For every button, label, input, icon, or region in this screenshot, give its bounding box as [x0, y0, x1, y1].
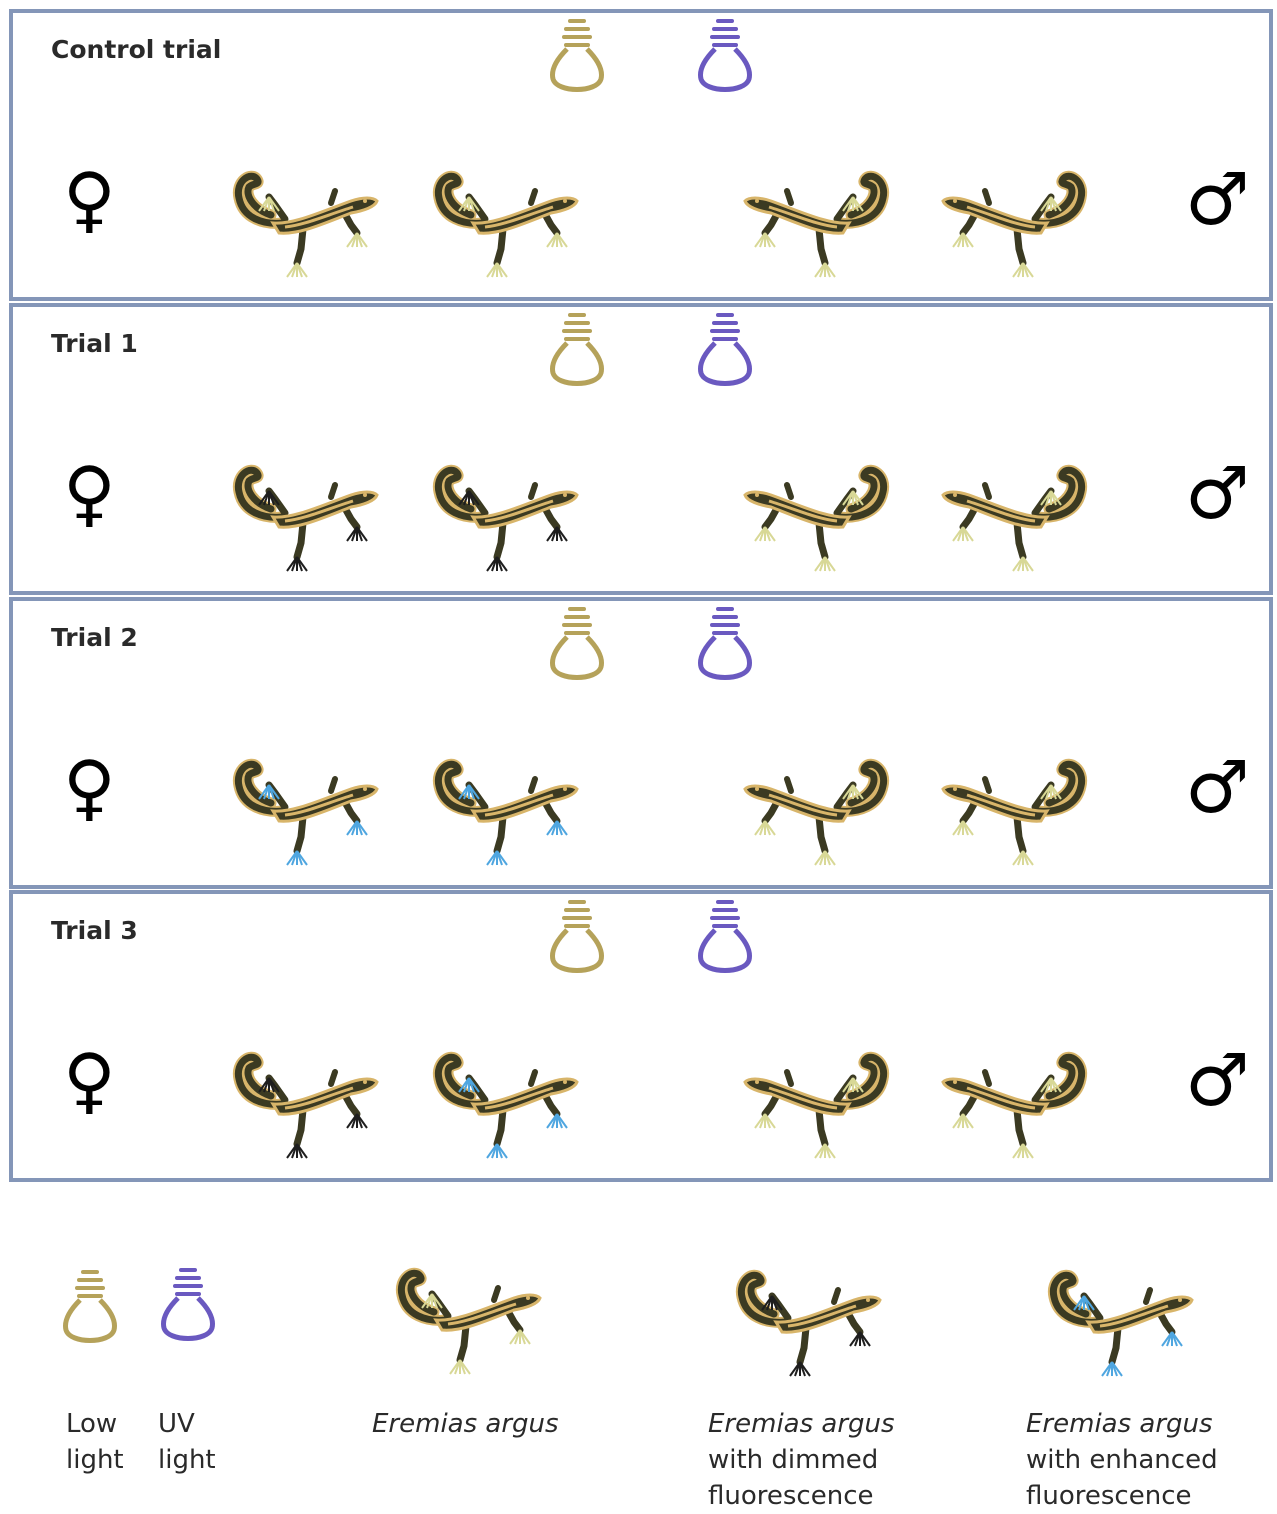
- fluorescence-tuft: [755, 527, 775, 541]
- panel-title: Trial 2: [51, 623, 138, 652]
- fluorescence-tuft: [487, 1144, 507, 1158]
- fluorescence-tuft: [347, 527, 367, 541]
- fluorescence-tuft: [755, 821, 775, 835]
- lizard-dimmed-icon: [726, 1262, 886, 1392]
- fluorescence-tuft: [815, 1144, 835, 1158]
- trial-panel: Control trial ♀ ♂: [9, 9, 1273, 301]
- light-bulb-icon: [549, 311, 605, 391]
- legend-uv-light-line-1: UV: [158, 1406, 216, 1442]
- male-symbol-icon: ♂: [1185, 1044, 1250, 1116]
- fluorescence-tuft: [1013, 263, 1033, 277]
- lizard-enhanced-icon: [423, 1044, 583, 1174]
- fluorescence-tuft: [487, 263, 507, 277]
- fluorescence-tuft: [287, 851, 307, 865]
- lizard-enhanced-icon: [423, 751, 583, 881]
- panel-title: Trial 1: [51, 329, 138, 358]
- legend-enhanced-line-1: Eremias argus: [1026, 1406, 1218, 1442]
- lizard-enhanced-icon: [1038, 1262, 1198, 1392]
- legend-normal-line-1: Eremias argus: [372, 1406, 559, 1442]
- legend-low-light: Low light: [66, 1406, 124, 1478]
- female-symbol-icon: ♀: [63, 1044, 116, 1116]
- fluorescence-tuft: [1013, 851, 1033, 865]
- lizard-normal-icon: [937, 751, 1097, 881]
- light-bulb-icon: [62, 1268, 118, 1348]
- fluorescence-tuft: [1162, 1332, 1182, 1346]
- fluorescence-tuft: [487, 851, 507, 865]
- uv-light-bulb-icon: [160, 1266, 216, 1346]
- uv-light-bulb-icon: [697, 605, 753, 685]
- female-symbol-icon: ♀: [63, 751, 116, 823]
- fluorescence-tuft: [815, 557, 835, 571]
- fluorescence-tuft: [347, 233, 367, 247]
- legend-uv-light-line-2: light: [158, 1442, 216, 1478]
- panel-title: Trial 3: [51, 916, 138, 945]
- fluorescence-tuft: [953, 233, 973, 247]
- fluorescence-tuft: [850, 1332, 870, 1346]
- fluorescence-tuft: [287, 557, 307, 571]
- legend-dimmed-line-3: fluorescence: [708, 1478, 895, 1514]
- fluorescence-tuft: [547, 821, 567, 835]
- female-symbol-icon: ♀: [63, 457, 116, 529]
- fluorescence-tuft: [287, 263, 307, 277]
- fluorescence-tuft: [953, 821, 973, 835]
- fluorescence-tuft: [547, 527, 567, 541]
- female-symbol-icon: ♀: [63, 163, 116, 235]
- lizard-normal-icon: [739, 457, 899, 587]
- lizard-dimmed-icon: [223, 457, 383, 587]
- lizard-normal-icon: [937, 163, 1097, 293]
- legend-normal: Eremias argus: [372, 1406, 559, 1442]
- trial-panel: Trial 3 ♀ ♂: [9, 890, 1273, 1182]
- fluorescence-tuft: [815, 851, 835, 865]
- lizard-normal-icon: [937, 457, 1097, 587]
- fluorescence-tuft: [1013, 557, 1033, 571]
- fluorescence-tuft: [755, 233, 775, 247]
- lizard-dimmed-icon: [423, 457, 583, 587]
- fluorescence-tuft: [510, 1330, 530, 1344]
- fluorescence-tuft: [790, 1362, 810, 1376]
- lizard-normal-icon: [739, 163, 899, 293]
- lizard-enhanced-icon: [223, 751, 383, 881]
- fluorescence-tuft: [953, 527, 973, 541]
- fluorescence-tuft: [815, 263, 835, 277]
- fluorescence-tuft: [450, 1360, 470, 1374]
- legend-dimmed: Eremias argus with dimmed fluorescence: [708, 1406, 895, 1514]
- lizard-normal-icon: [937, 1044, 1097, 1174]
- lizard-normal-icon: [739, 751, 899, 881]
- fluorescence-tuft: [347, 1114, 367, 1128]
- fluorescence-tuft: [547, 1114, 567, 1128]
- fluorescence-tuft: [547, 233, 567, 247]
- light-bulb-icon: [549, 898, 605, 978]
- light-bulb-icon: [549, 605, 605, 685]
- legend-low-light-line-2: light: [66, 1442, 124, 1478]
- light-bulb-icon: [549, 17, 605, 97]
- lizard-dimmed-icon: [223, 1044, 383, 1174]
- legend-enhanced: Eremias argus with enhanced fluorescence: [1026, 1406, 1218, 1514]
- lizard-normal-icon: [223, 163, 383, 293]
- legend-dimmed-line-2: with dimmed: [708, 1442, 895, 1478]
- legend-enhanced-line-3: fluorescence: [1026, 1478, 1218, 1514]
- lizard-normal-icon: [386, 1260, 546, 1390]
- lizard-normal-icon: [423, 163, 583, 293]
- fluorescence-tuft: [287, 1144, 307, 1158]
- male-symbol-icon: ♂: [1185, 751, 1250, 823]
- uv-light-bulb-icon: [697, 17, 753, 97]
- legend-enhanced-line-2: with enhanced: [1026, 1442, 1218, 1478]
- fluorescence-tuft: [487, 557, 507, 571]
- male-symbol-icon: ♂: [1185, 163, 1250, 235]
- fluorescence-tuft: [347, 821, 367, 835]
- fluorescence-tuft: [755, 1114, 775, 1128]
- fluorescence-tuft: [1102, 1362, 1122, 1376]
- legend-dimmed-line-1: Eremias argus: [708, 1406, 895, 1442]
- uv-light-bulb-icon: [697, 898, 753, 978]
- lizard-normal-icon: [739, 1044, 899, 1174]
- legend-low-light-line-1: Low: [66, 1406, 124, 1442]
- panel-title: Control trial: [51, 35, 221, 64]
- fluorescence-tuft: [953, 1114, 973, 1128]
- uv-light-bulb-icon: [697, 311, 753, 391]
- male-symbol-icon: ♂: [1185, 457, 1250, 529]
- trial-panel: Trial 1 ♀ ♂: [9, 303, 1273, 595]
- fluorescence-tuft: [1013, 1144, 1033, 1158]
- legend-uv-light: UV light: [158, 1406, 216, 1478]
- trial-panel: Trial 2 ♀ ♂: [9, 597, 1273, 889]
